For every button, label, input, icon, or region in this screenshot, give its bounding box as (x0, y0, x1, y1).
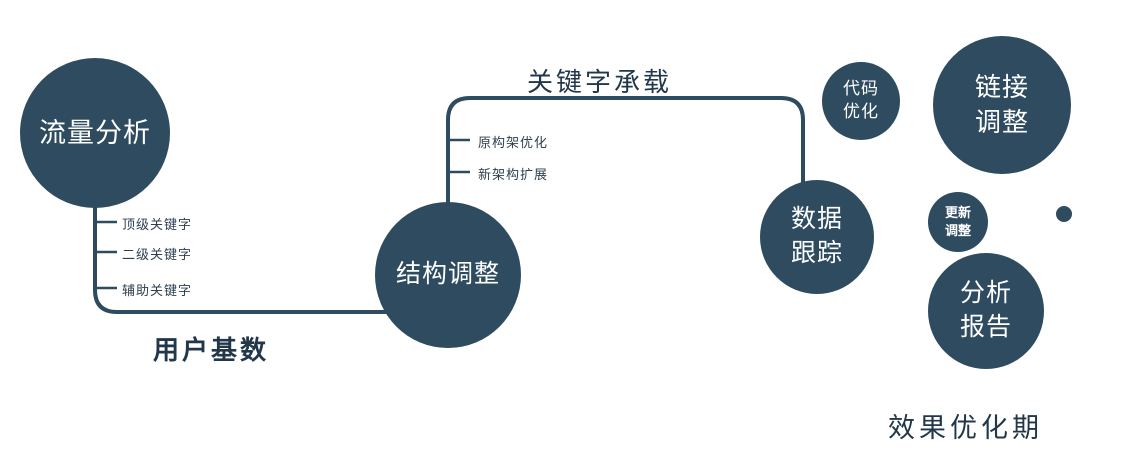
node-analysis-report-line1: 分析 (959, 279, 1012, 308)
node-code-optimize: 代码 优化 (822, 62, 900, 140)
branch-label-second-keywords: 二级关键字 (122, 247, 193, 262)
node-data-tracking: 数据 跟踪 (760, 180, 874, 294)
node-structure-adjust-label: 结构调整 (395, 260, 500, 289)
node-link-adjust-line1: 链接 (974, 71, 1029, 102)
connector-structure-to-data (446, 96, 805, 262)
edge-label-user-base: 用户基数 (153, 335, 270, 365)
node-traffic-analysis-label: 流量分析 (39, 117, 151, 148)
branch-label-top-keywords: 顶级关键字 (122, 217, 193, 232)
caption-effect-optimization-period: 效果优化期 (888, 413, 1043, 443)
node-traffic-analysis: 流量分析 (20, 58, 170, 208)
node-data-tracking-line1: 数据 (790, 205, 843, 234)
node-update-adjust-line2: 调整 (944, 223, 971, 238)
node-structure-adjust: 结构调整 (375, 202, 521, 348)
connector-traffic-to-structure (93, 150, 448, 314)
node-update-adjust: 更新 调整 (928, 192, 988, 252)
node-data-tracking-line2: 跟踪 (790, 239, 843, 267)
branch-label-framework-optimize: 原构架优化 (478, 135, 549, 150)
node-update-adjust-line1: 更新 (944, 205, 971, 221)
node-link-adjust-line2: 调整 (974, 107, 1029, 137)
edge-label-keyword-carry: 关键字承载 (527, 67, 673, 97)
dot-bullet (1056, 206, 1072, 222)
node-link-adjust: 链接 调整 (933, 36, 1071, 174)
node-code-optimize-line2: 优化 (843, 102, 879, 121)
node-analysis-report-line2: 报告 (959, 313, 1012, 341)
node-analysis-report: 分析 报告 (928, 253, 1044, 369)
branch-label-framework-expand: 新架构扩展 (478, 167, 549, 182)
node-code-optimize-line1: 代码 (843, 79, 879, 99)
branch-label-aux-keywords: 辅助关键字 (122, 283, 193, 298)
